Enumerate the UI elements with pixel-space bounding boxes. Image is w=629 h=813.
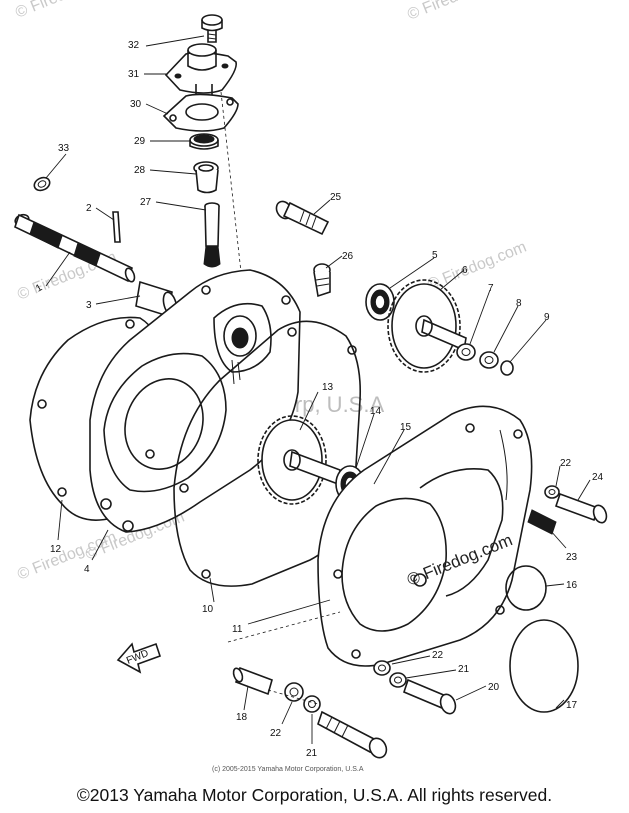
part-31-housing — [164, 43, 238, 99]
callout-30: 30 — [130, 99, 142, 110]
callout-20: 20 — [488, 682, 500, 693]
callout-12: 12 — [50, 544, 62, 555]
part-28-bushing — [193, 161, 219, 194]
axis-line-bottom — [227, 611, 341, 643]
part-11-outer-cover — [317, 405, 533, 667]
part-29-seal — [189, 133, 219, 150]
part-5-bearing — [365, 283, 395, 321]
part-17-o-ring — [509, 619, 579, 713]
fwd-arrow-icon: FWD — [116, 642, 162, 674]
callout-4: 4 — [84, 564, 90, 575]
callout-11: 11 — [232, 624, 243, 635]
callout-15: 15 — [400, 422, 412, 433]
fine-print: (c) 2005-2015 Yamaha Motor Corporation, … — [212, 766, 364, 773]
callout-2: 2 — [86, 203, 92, 214]
part-9-circlip — [500, 360, 514, 376]
callout-31: 31 — [128, 69, 140, 80]
callout-6: 6 — [462, 265, 468, 276]
part-22-washer-upper — [544, 485, 560, 499]
callout-17: 17 — [566, 700, 578, 711]
callout-16: 16 — [566, 580, 578, 591]
part-19-bolt — [317, 710, 388, 759]
part-4-crankcase-cover — [89, 269, 301, 533]
callout-28: 28 — [134, 165, 146, 176]
part-21-washer-lower — [389, 672, 407, 688]
part-25-bolt — [275, 200, 330, 236]
callout-5: 5 — [432, 250, 438, 261]
callout-22-upper: 22 — [560, 458, 572, 469]
part-22-washer-lower — [373, 660, 391, 676]
part-18-dowel — [232, 666, 273, 696]
part-20-bolt — [403, 678, 457, 715]
part-32-screw — [201, 14, 223, 43]
callout-1: 1 — [34, 282, 45, 295]
callout-22-bottom: 22 — [270, 728, 282, 739]
part-13-gear — [257, 415, 341, 505]
callout-13: 13 — [322, 382, 334, 393]
callout-21-bottom: 21 — [306, 748, 318, 759]
part-27-driven-shaft — [203, 202, 221, 268]
callout-29: 29 — [134, 136, 146, 147]
part-7-washer — [456, 343, 476, 361]
part-24-bolt — [554, 492, 608, 524]
part-1-worm-shaft — [14, 213, 136, 283]
callout-7: 7 — [488, 283, 494, 294]
watermark-top-left: © Firedog.com — [13, 0, 117, 22]
callout-24: 24 — [592, 472, 604, 483]
part-21-washer-bottom — [303, 695, 321, 713]
part-26-bolt — [313, 263, 331, 298]
part-30-gasket — [162, 93, 239, 132]
callout-32: 32 — [128, 40, 140, 51]
callout-10: 10 — [202, 604, 214, 615]
part-23-dowel — [527, 509, 557, 535]
part-22-washer-bottom — [284, 682, 304, 702]
part-8-washer — [479, 351, 499, 369]
callout-26: 26 — [342, 251, 354, 262]
part-2-pin — [112, 211, 121, 243]
callout-9: 9 — [544, 312, 550, 323]
callout-27: 27 — [140, 197, 152, 208]
callout-14: 14 — [370, 406, 382, 417]
callout-22-lower: 22 — [432, 650, 444, 661]
callout-3: 3 — [86, 300, 92, 311]
callout-8: 8 — [516, 298, 522, 309]
callout-18: 18 — [236, 712, 248, 723]
callouts: 32 31 30 29 28 27 33 2 1 3 25 26 5 6 7 8… — [34, 35, 604, 759]
part-16-circlip — [505, 565, 547, 611]
copyright-notice: ©2013 Yamaha Motor Corporation, U.S.A. A… — [76, 785, 553, 805]
callout-33: 33 — [58, 143, 70, 154]
watermark-top-right: © Firedog.com — [405, 0, 509, 24]
part-6-gear — [387, 279, 467, 373]
callout-21-lower: 21 — [458, 664, 470, 675]
callout-23: 23 — [566, 552, 578, 563]
callout-25: 25 — [330, 192, 342, 203]
part-33-washer — [33, 176, 51, 192]
axis-line-top — [220, 91, 242, 273]
axis-line-lower-right — [267, 689, 319, 705]
